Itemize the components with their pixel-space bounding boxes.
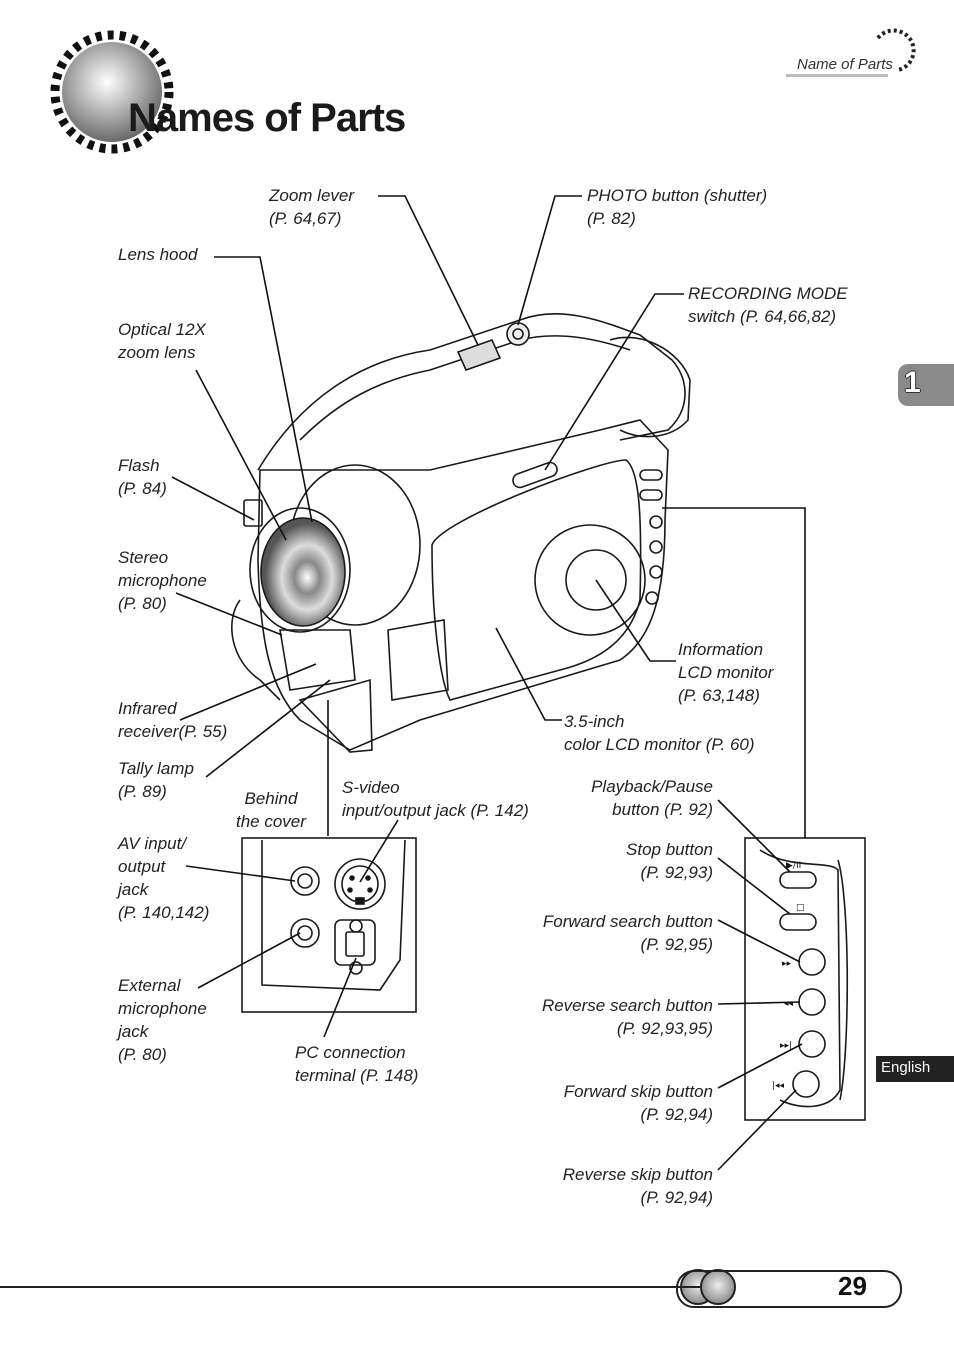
label-info-lcd: Information LCD monitor (P. 63,148) — [678, 640, 774, 705]
language-tab — [876, 1056, 954, 1082]
page-title: Names of Parts — [128, 96, 406, 140]
label-stereo-mic: Stereo microphone (P. 80) — [118, 548, 207, 613]
label-stop-button: Stop button (P. 92,93) — [626, 840, 713, 882]
camcorder-illustration — [231, 313, 691, 753]
label-playback-pause: Playback/Pause button (P. 92) — [591, 777, 713, 819]
button-panel-inset: ▶/II □ ▸▸ ◂◂ ▸▸| |◂◂ — [744, 837, 866, 1121]
label-tally-lamp: Tally lamp (P. 89) — [118, 759, 194, 801]
svg-text:▶/II: ▶/II — [786, 861, 801, 871]
leader-lines — [171, 195, 806, 1171]
label-external-mic: External microphone jack (P. 80) — [118, 976, 207, 1064]
label-forward-search: Forward search button (P. 92,95) — [542, 912, 713, 954]
svg-text:◂◂: ◂◂ — [784, 999, 794, 1009]
svg-text:□: □ — [796, 903, 805, 913]
chapter-tab — [898, 364, 954, 406]
label-reverse-search: Reverse search button (P. 92,93,95) — [541, 996, 713, 1038]
label-recording-mode: RECORDING MODE switch (P. 64,66,82) — [688, 284, 848, 326]
svg-text:▸▸|: ▸▸| — [780, 1041, 792, 1051]
label-infrared: Infrared receiver(P. 55) — [118, 699, 228, 741]
language-label: English — [881, 1059, 931, 1076]
label-pc-terminal: PC connection terminal (P. 148) — [295, 1043, 419, 1085]
label-photo-button: PHOTO button (shutter) (P. 82) — [587, 186, 768, 228]
page-number: 29 — [838, 1271, 867, 1301]
label-forward-skip: Forward skip button (P. 92,94) — [563, 1082, 713, 1124]
jack-panel-inset — [241, 837, 417, 1013]
label-reverse-skip: Reverse skip button (P. 92,94) — [562, 1165, 713, 1207]
header-dots-icon — [876, 28, 916, 72]
svg-text:▸▸: ▸▸ — [782, 959, 792, 969]
label-lens-hood: Lens hood — [118, 245, 198, 264]
section-label: Name of Parts — [797, 56, 893, 73]
svg-text:|◂◂: |◂◂ — [772, 1081, 785, 1091]
header-underline — [786, 74, 888, 77]
page-number-pill — [676, 1270, 902, 1308]
label-flash: Flash (P. 84) — [118, 456, 167, 498]
chapter-number: 1 — [904, 366, 921, 399]
label-svideo: S-video input/output jack (P. 142) — [342, 778, 529, 820]
label-zoom-lever: Zoom lever (P. 64,67) — [269, 186, 355, 228]
label-av-jack: AV input/ output jack (P. 140,142) — [118, 834, 210, 922]
footer-rule — [0, 1286, 700, 1288]
title-sphere-icon — [50, 30, 174, 154]
label-optical-zoom: Optical 12X zoom lens — [118, 320, 206, 362]
label-color-lcd: 3.5-inch color LCD monitor (P. 60) — [564, 712, 755, 754]
label-behind-cover: Behind the cover — [236, 789, 306, 831]
